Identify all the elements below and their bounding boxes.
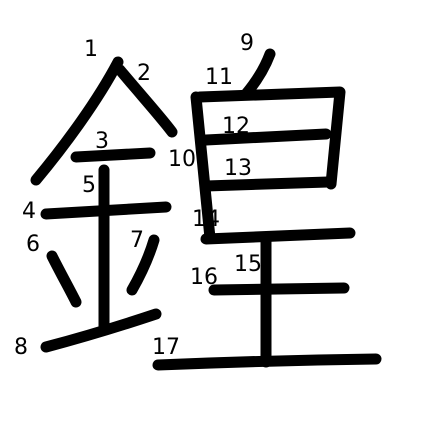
stroke-2: [114, 64, 178, 138]
stroke-numbers: 1 2 3 4 5 6 7 8 9 10 11 12 13 14 15 16 1…: [14, 31, 262, 360]
stroke-16: [208, 282, 350, 296]
stroke-number-12: 12: [222, 114, 250, 139]
stroke-number-11: 11: [205, 65, 233, 90]
stroke-number-15: 15: [234, 252, 262, 277]
stroke-number-7: 7: [130, 228, 144, 253]
stroke-3: [70, 147, 156, 163]
stroke-17: [152, 353, 382, 371]
stroke-number-13: 13: [224, 156, 252, 181]
stroke-1: [30, 56, 124, 186]
stroke-number-3: 3: [95, 129, 109, 154]
stroke-8: [40, 308, 162, 353]
stroke-number-8: 8: [14, 335, 28, 360]
stroke-13: [200, 176, 334, 192]
stroke-14: [200, 227, 356, 245]
stroke-6: [46, 250, 82, 308]
stroke-number-6: 6: [26, 232, 40, 257]
stroke-11: [194, 86, 346, 190]
strokes: [30, 48, 382, 371]
stroke-7: [126, 234, 160, 296]
stroke-9: [240, 48, 276, 100]
stroke-number-1: 1: [84, 37, 98, 62]
stroke-number-16: 16: [190, 265, 218, 290]
stroke-number-5: 5: [82, 173, 96, 198]
stroke-12: [200, 128, 332, 146]
stroke-number-2: 2: [137, 61, 151, 86]
stroke-number-10: 10: [168, 147, 196, 172]
stroke-number-14: 14: [192, 207, 220, 232]
stroke-number-4: 4: [22, 199, 36, 224]
stroke-number-9: 9: [240, 31, 254, 56]
stroke-10: [190, 91, 216, 244]
stroke-number-17: 17: [152, 335, 180, 360]
